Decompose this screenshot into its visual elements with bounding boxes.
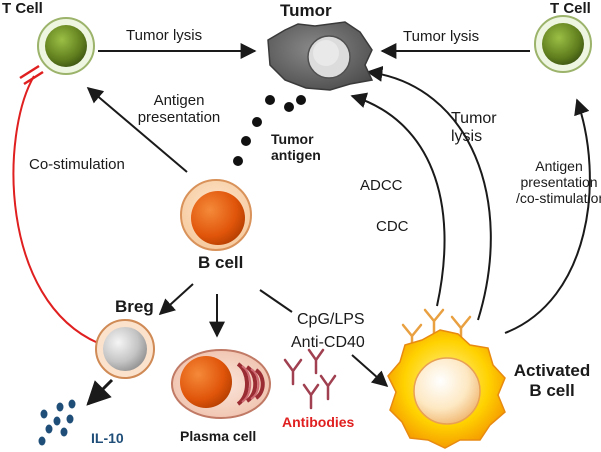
antigen-presentation-label: Antigen presentation	[137, 92, 221, 127]
tumor-node	[267, 21, 374, 91]
breg-node	[95, 319, 155, 379]
il10-label: IL-10	[91, 430, 124, 446]
cpg-lps-label: CpG/LPS	[297, 311, 365, 328]
t-cell-left-label: T Cell	[2, 0, 43, 17]
antibodies-label: Antibodies	[282, 414, 355, 430]
plasma-cell-node	[171, 349, 271, 419]
co-stimulation-label: Co-stimulation	[29, 156, 125, 173]
breg-label: Breg	[115, 297, 154, 316]
inhibition-line	[12, 75, 99, 344]
arrow-antigen-presentation-right	[504, 98, 591, 334]
tumor-antigen-dots	[233, 95, 306, 166]
arrow-bcell-to-activated-start	[259, 289, 293, 313]
arrow-bcell-to-activated-end	[351, 354, 389, 388]
cdc-label: CDC	[376, 218, 409, 235]
b-cell-node	[180, 179, 252, 251]
activated-b-cell-node	[387, 329, 506, 449]
t-cell-right-label: T Cell	[550, 0, 591, 17]
antibodies-icons	[283, 348, 337, 410]
b-cell-label: B cell	[198, 253, 244, 272]
il10-dots	[38, 399, 76, 446]
tumor-lysis-right-label: Tumor lysis	[451, 110, 497, 146]
plasma-cell-label: Plasma cell	[180, 428, 257, 444]
tumor-lysis-top-right-label: Tumor lysis	[403, 28, 480, 45]
inhibition-bar	[19, 64, 44, 86]
adcc-label: ADCC	[360, 177, 403, 194]
tumor-antigen-label: Tumor antigen	[271, 131, 321, 164]
anti-cd40-label: Anti-CD40	[291, 334, 365, 351]
tumor-lysis-top-left-label: Tumor lysis	[126, 27, 203, 44]
arrow-tumor-lysis	[366, 65, 492, 321]
tumor-label: Tumor	[280, 1, 332, 20]
t-cell-left-node	[37, 17, 95, 75]
arrow-breg-to-il10	[86, 378, 114, 406]
t-cell-right-node	[534, 15, 592, 73]
arrow-bcell-to-tcell	[86, 86, 188, 173]
activated-b-cell-label: Activated B cell	[513, 361, 591, 400]
antigen-presentation-co-stimulation-label: Antigen presentation /co-stimulation	[516, 158, 601, 207]
arrow-bcell-to-breg	[158, 283, 194, 316]
arrow-adcc-cdc	[350, 92, 446, 307]
